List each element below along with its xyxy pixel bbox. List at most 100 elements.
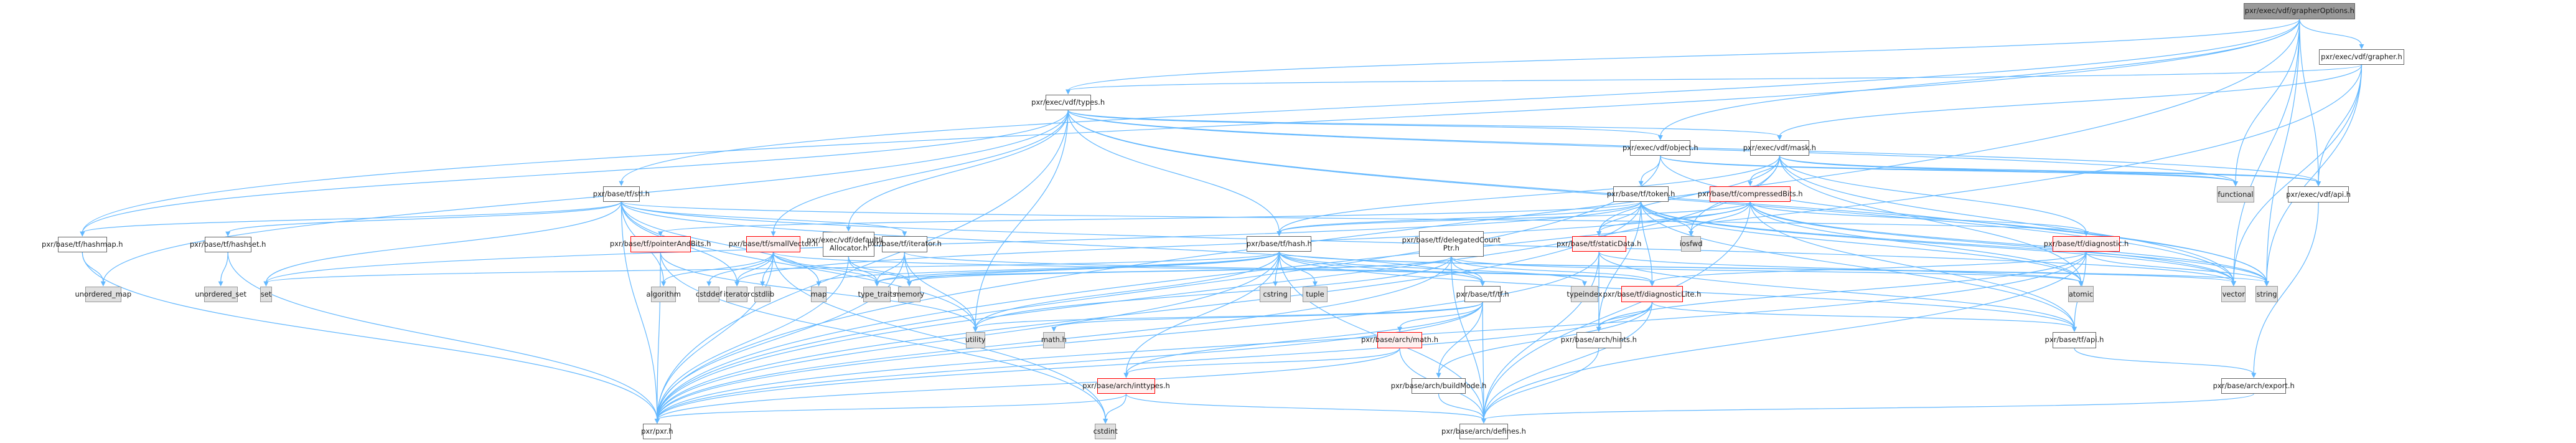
edge-mask-to-atomic [1779, 155, 2082, 283]
arrowhead-icon [654, 419, 660, 424]
edge-compressedBits-to-tfapi [1749, 201, 2075, 328]
graph-node-tfapi[interactable]: pxr/base/tf/api.h [2045, 331, 2104, 348]
arrowhead-icon [1638, 181, 1644, 186]
edge-stl-to-pxr [621, 201, 658, 421]
graph-node-pointerAndBits[interactable]: pxr/base/tf/pointerAndBits.h [610, 236, 711, 252]
arrowhead-icon [1480, 281, 1486, 287]
graph-node-tuple: tuple [1302, 286, 1328, 302]
graph-node-hints[interactable]: pxr/base/arch/hints.h [1561, 331, 1637, 348]
edge-export-to-defines [1483, 393, 2254, 421]
edge-archmath-to-pxr [657, 348, 1400, 421]
graph-node-hashmap[interactable]: pxr/base/tf/hashmap.h [42, 236, 123, 252]
edge-token-to-vector [1641, 201, 2234, 283]
arrowhead-icon [2233, 181, 2238, 186]
edge-diagnosticLite-to-pxr [657, 302, 1653, 421]
graph-node-cstdlib: cstdlib [751, 286, 774, 302]
edge-token-to-diagnosticLite [1641, 201, 1653, 283]
edge-smallVector-to-cstdint [772, 252, 1106, 421]
edge-staticData-to-defines [1483, 252, 1599, 420]
graph-node-iosfwd: iosfwd [1680, 236, 1703, 252]
graph-node-cstring: cstring [1260, 286, 1291, 302]
edge-types-to-hashmap [82, 110, 1069, 233]
edge-token-to-pointerAndBits [660, 201, 1642, 233]
graph-node-vdfapi[interactable]: pxr/exec/vdf/api.h [2286, 186, 2351, 202]
edge-diagnosticLite-to-buildMode [1438, 302, 1653, 374]
graph-node-cstddef: cstddef [696, 286, 722, 302]
edge-smallVector-to-algorithm [663, 252, 774, 283]
graph-node-archmath[interactable]: pxr/base/arch/math.h [1361, 331, 1438, 348]
arrowhead-icon [734, 281, 740, 287]
arrowhead-icon [1397, 326, 1402, 332]
arrowhead-icon [874, 281, 880, 287]
edge-stl-to-tfh [621, 201, 1483, 283]
edge-grapherOptions-to-pxr [657, 19, 2300, 421]
graph-node-types[interactable]: pxr/exec/vdf/types.h [1031, 94, 1105, 110]
arrowhead-icon [2084, 231, 2089, 236]
edge-pointerAndBits-to-cstdint [660, 252, 1106, 421]
graph-node-iteratorh[interactable]: pxr/base/tf/iterator.h [868, 236, 942, 252]
edge-buildMode-to-defines [1438, 393, 1484, 420]
graph-node-map: map [811, 286, 827, 302]
graph-node-object[interactable]: pxr/exec/vdf/object.h [1623, 140, 1698, 156]
arrowhead-icon [218, 281, 223, 287]
edge-defaultInit-to-type_traits [848, 256, 878, 283]
graph-node-diagnostic[interactable]: pxr/base/tf/diagnostic.h [2044, 236, 2129, 252]
graph-node-hash[interactable]: pxr/base/tf/hash.h [1247, 236, 1312, 252]
graph-node-delegated[interactable]: pxr/base/tf/delegatedCount Ptr.h [1402, 231, 1501, 257]
graph-node-functional: functional [2216, 186, 2255, 202]
edge-grapherOptions-to-grapher [2299, 19, 2363, 46]
edge-compressedBits-to-string [1749, 201, 2267, 283]
edge-inttypes-to-pxr [657, 393, 1127, 421]
arrowhead-icon [907, 281, 912, 287]
edge-object-to-token [1641, 155, 1661, 183]
edge-tfh-to-archmath [1399, 302, 1483, 328]
edge-diagnosticLite-to-defines [1483, 302, 1653, 420]
arrowhead-icon [1748, 181, 1753, 186]
arrowhead-icon [1436, 373, 1441, 378]
graph-node-diagnosticLite[interactable]: pxr/base/tf/diagnosticLite.h [1603, 286, 1701, 302]
edge-delegated-to-tfh [1451, 256, 1483, 283]
graph-node-mathh: math.h [1041, 331, 1067, 348]
arrowhead-icon [973, 326, 978, 332]
edge-compressedBits-to-defines [1483, 201, 1751, 420]
arrowhead-icon [1688, 231, 1694, 236]
edge-archmath-to-inttypes [1125, 348, 1400, 375]
edge-mask-to-functional [1779, 155, 2236, 183]
arrowhead-icon [846, 226, 851, 232]
arrowhead-icon [1313, 281, 1318, 287]
graph-node-export[interactable]: pxr/base/arch/export.h [2213, 378, 2295, 394]
edge-delegated-to-diagnosticLite [1451, 256, 1653, 283]
edge-hash-to-type_traits [876, 251, 1280, 283]
graph-node-tfh[interactable]: pxr/base/tf/tf.h [1456, 286, 1509, 302]
graph-node-mask[interactable]: pxr/exec/vdf/mask.h [1743, 140, 1816, 156]
graph-node-grapherOptions[interactable]: pxr/exec/vdf/grapherOptions.h [2244, 3, 2356, 19]
edge-hashmap-to-pxr [82, 252, 658, 421]
graph-node-defines[interactable]: pxr/base/arch/defines.h [1441, 423, 1526, 439]
edge-token-to-staticData [1598, 201, 1642, 233]
graph-node-grapher[interactable]: pxr/exec/vdf/grapher.h [2318, 49, 2405, 65]
graph-node-vector: vector [2221, 286, 2246, 303]
edge-hash-to-utility [975, 252, 1280, 328]
arrowhead-icon [658, 231, 663, 237]
graph-node-token[interactable]: pxr/base/tf/token.h [1607, 186, 1675, 202]
arrowhead-icon [619, 181, 624, 186]
graph-node-compressedBits[interactable]: pxr/base/tf/compressedBits.h [1698, 186, 1803, 202]
graph-node-hashset[interactable]: pxr/base/tf/hashset.h [190, 236, 266, 252]
graph-node-set: set [260, 286, 273, 302]
graph-node-inttypes[interactable]: pxr/base/arch/inttypes.h [1082, 378, 1170, 394]
arrowhead-icon [80, 231, 85, 237]
edge-hash-to-inttypes [1125, 252, 1280, 374]
edge-iteratorh-to-pxr [657, 252, 905, 421]
edge-token-to-set [265, 201, 1642, 283]
graph-node-staticData[interactable]: pxr/base/tf/staticData.h [1557, 236, 1641, 252]
graph-node-stl[interactable]: pxr/base/tf/stl.h [593, 186, 650, 202]
graph-node-smallVector[interactable]: pxr/base/tf/smallVector.h [729, 236, 818, 252]
graph-node-pxr[interactable]: pxr/pxr.h [641, 424, 673, 439]
arrowhead-icon [770, 231, 776, 237]
graph-node-defaultInit[interactable]: pxr/exec/vdf/defaultInit Allocator.h [807, 231, 890, 257]
edge-types-to-smallVector [772, 110, 1069, 233]
arrowhead-icon [100, 281, 106, 287]
edge-compressedBits-to-vector [1749, 201, 2234, 283]
graph-node-buildMode[interactable]: pxr/base/arch/buildMode.h [1391, 378, 1486, 394]
arrowhead-icon [1777, 135, 1782, 140]
